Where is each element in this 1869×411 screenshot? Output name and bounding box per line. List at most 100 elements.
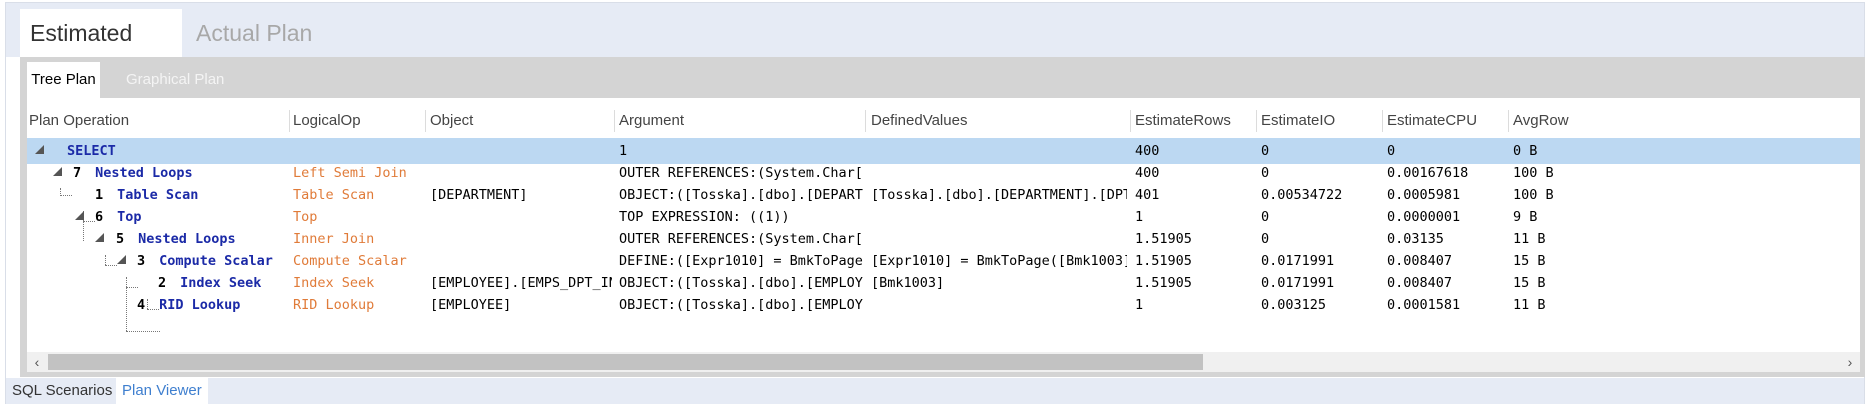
estimatecpu-cell: 0.0000001 (1387, 209, 1461, 225)
collapse-icon[interactable] (53, 167, 62, 176)
horizontal-scrollbar[interactable]: ‹ › (27, 352, 1860, 372)
estimatecpu-cell: 0.00167618 (1387, 165, 1469, 181)
estimateio-cell: 0.0171991 (1261, 253, 1335, 269)
column-header-estimatecpu[interactable]: EstimateCPU (1387, 112, 1478, 129)
tab-estimated-plan[interactable]: Estimated Plan (20, 9, 182, 94)
column-header-estimaterows[interactable]: EstimateRows (1135, 112, 1231, 129)
operation-name: RID Lookup (159, 297, 241, 313)
definedvalues-cell: [Bmk1003] (871, 275, 945, 291)
estimateio-cell: 0 (1261, 165, 1270, 181)
tree-plan-grid: Plan Operation LogicalOp Object Argument… (27, 98, 1860, 372)
argument-cell: DEFINE:([Expr1010] = BmkToPage([Bmk (619, 253, 863, 269)
estimatecpu-cell: 0.03135 (1387, 231, 1444, 247)
object-cell: [DEPARTMENT] (430, 187, 528, 203)
table-row[interactable]: 7 Nested Loops Left Semi Join OUTER REFER… (27, 160, 1860, 186)
node-id: 6 (95, 209, 104, 225)
collapse-icon[interactable] (75, 211, 84, 220)
tab-sql-scenarios[interactable]: SQL Scenarios (12, 382, 113, 399)
estimaterows-cell: 1.51905 (1135, 231, 1192, 247)
argument-cell: OBJECT:([Tosska].[dbo].[EMPLOYEE]), (619, 297, 863, 313)
table-row[interactable]: 3 Compute Scalar Compute Scalar DEFINE:([… (27, 248, 1860, 274)
operation-name: Top (117, 209, 142, 225)
column-header-plan-operation[interactable]: Plan Operation (29, 112, 130, 129)
estimaterows-cell: 1 (1135, 297, 1144, 313)
column-header-avgrow[interactable]: AvgRow (1513, 112, 1569, 129)
column-header-argument[interactable]: Argument (619, 112, 685, 129)
table-row[interactable]: 2 Index Seek Index Seek [EMPLOYEE].[EMPS_… (27, 270, 1860, 296)
estimateio-cell: 0 (1261, 209, 1270, 225)
logicalop-cell: Compute Scalar (293, 253, 407, 269)
tab-plan-viewer[interactable]: Plan Viewer (116, 378, 208, 404)
avgrow-cell: 15 B (1513, 253, 1546, 269)
estimaterows-cell: 400 (1135, 165, 1160, 181)
logicalop-cell: Top (293, 209, 318, 225)
plan-operation-cell: 6 Top (95, 204, 287, 230)
operation-name: SELECT (67, 143, 116, 159)
scroll-right-icon[interactable]: › (1847, 354, 1853, 370)
estimateio-cell: 0.0171991 (1261, 275, 1335, 291)
estimaterows-cell: 1.51905 (1135, 275, 1192, 291)
operation-name: Table Scan (117, 187, 199, 203)
argument-cell: 1 (619, 143, 628, 159)
argument-cell: OUTER REFERENCES:(System.Char[],Sys (619, 231, 863, 247)
plan-viewer-panel: Estimated Plan Actual Plan Tree Plan Gra… (5, 2, 1865, 404)
node-id: 7 (73, 165, 82, 181)
logicalop-cell: Inner Join (293, 231, 375, 247)
estimatecpu-cell: 0.008407 (1387, 253, 1453, 269)
plan-operation-cell: 5 Nested Loops (116, 226, 287, 252)
avgrow-cell: 15 B (1513, 275, 1546, 291)
node-id: 3 (137, 253, 146, 269)
plan-view-container: Tree Plan Graphical Plan Plan Operation … (20, 57, 1865, 377)
column-header-estimateio[interactable]: EstimateIO (1261, 112, 1336, 129)
bottom-tab-strip: SQL Scenarios Plan Viewer (6, 378, 1864, 404)
estimaterows-cell: 1 (1135, 209, 1144, 225)
operation-name: Nested Loops (95, 165, 193, 181)
column-header-logicalop[interactable]: LogicalOp (293, 112, 361, 129)
definedvalues-cell: [Expr1010] = BmkToPage([Bmk1003]) (871, 253, 1127, 269)
avgrow-cell: 0 B (1513, 143, 1538, 159)
plan-operation-cell: 3 Compute Scalar (137, 248, 287, 274)
node-id: 2 (158, 275, 167, 291)
estimaterows-cell: 1.51905 (1135, 253, 1192, 269)
plan-operation-cell: 2 Index Seek (158, 270, 287, 296)
logicalop-cell: Index Seek (293, 275, 375, 291)
logicalop-cell: Table Scan (293, 187, 375, 203)
logicalop-cell: Left Semi Join (293, 165, 407, 181)
definedvalues-cell: [Tosska].[dbo].[DEPARTMENT].[DPT_ID], (871, 187, 1127, 203)
estimatecpu-cell: 0.0005981 (1387, 187, 1461, 203)
operation-name: Compute Scalar (159, 253, 273, 269)
argument-cell: OUTER REFERENCES:(System.Char[]) (619, 165, 863, 181)
estimaterows-cell: 400 (1135, 143, 1160, 159)
tab-actual-plan[interactable]: Actual Plan (196, 20, 313, 46)
table-row[interactable]: SELECT 1 400 0 0 0 B (27, 138, 1860, 164)
collapse-icon[interactable] (95, 233, 104, 242)
operation-name: Index Seek (180, 275, 262, 291)
object-cell: [EMPLOYEE].[EMPS_DPT_INX] (430, 275, 612, 291)
collapse-icon[interactable] (35, 145, 44, 154)
definedvalues-cell (871, 292, 1127, 318)
estimatecpu-cell: 0.0001581 (1387, 297, 1461, 313)
argument-cell: OBJECT:([Tosska].[dbo].[EMPLOYEE].[ (619, 275, 863, 291)
column-header-object[interactable]: Object (430, 112, 474, 129)
scroll-left-icon[interactable]: ‹ (34, 354, 40, 370)
plan-operation-cell: SELECT (53, 138, 287, 164)
collapse-icon[interactable] (117, 255, 126, 264)
plan-operation-cell: 7 Nested Loops (73, 160, 287, 186)
estimatecpu-cell: 0 (1387, 143, 1396, 159)
table-row[interactable]: 5 Nested Loops Inner Join OUTER REFERENCE… (27, 226, 1860, 252)
avgrow-cell: 100 B (1513, 187, 1554, 203)
grid-header: Plan Operation LogicalOp Object Argument… (27, 106, 1860, 136)
column-header-definedvalues[interactable]: DefinedValues (871, 112, 968, 129)
tab-tree-plan[interactable]: Tree Plan (27, 62, 100, 98)
tab-graphical-plan[interactable]: Graphical Plan (126, 71, 225, 88)
operation-name: Nested Loops (138, 231, 236, 247)
avgrow-cell: 11 B (1513, 231, 1546, 247)
scrollbar-thumb[interactable] (48, 354, 1203, 370)
node-id: 5 (116, 231, 125, 247)
main-tab-strip: Estimated Plan Actual Plan (6, 3, 1864, 94)
